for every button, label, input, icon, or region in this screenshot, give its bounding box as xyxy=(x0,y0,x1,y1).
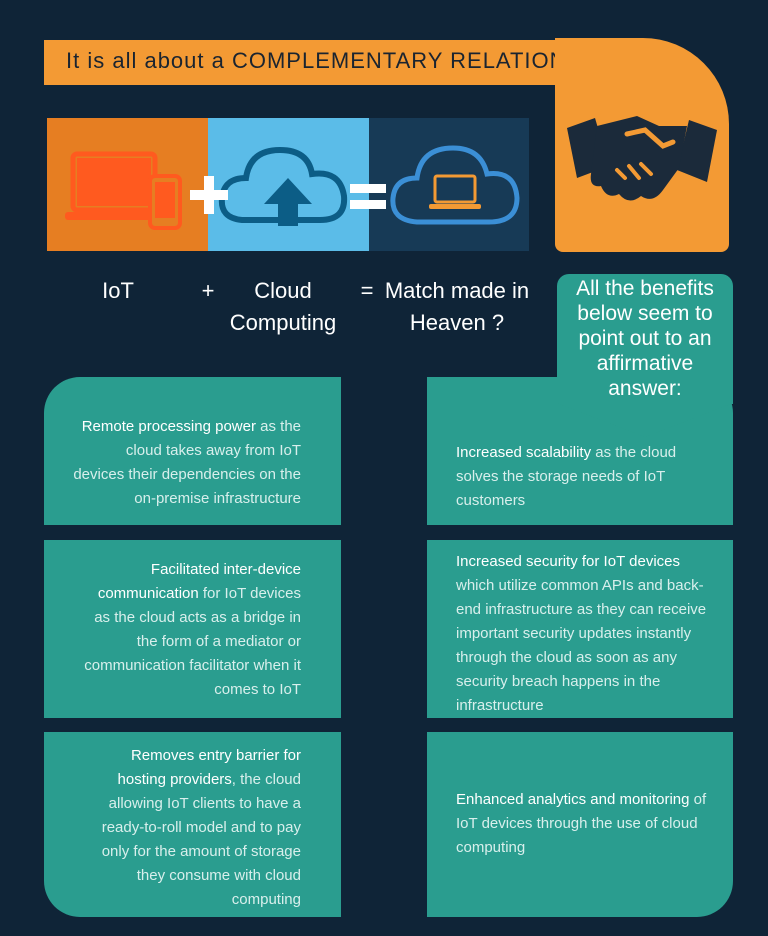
cloud-panel xyxy=(208,118,369,251)
iot-label: IoT xyxy=(102,278,134,303)
benefits-callout-arrow xyxy=(557,403,733,437)
laptop-phone-icon xyxy=(65,151,182,230)
benefit-card-remote-processing: Remote processing power as the cloud tak… xyxy=(44,377,341,525)
benefits-callout-text: All the benefits below seem to point out… xyxy=(576,277,714,400)
result-label: Match made in Heaven ? xyxy=(384,278,530,335)
plus-icon xyxy=(190,176,228,214)
iot-devices-panel xyxy=(47,118,208,251)
benefit-card-inter-device: Facilitated inter-device communication f… xyxy=(44,540,341,718)
plus-label: + xyxy=(201,278,215,303)
benefit-card-security: Increased security for IoT devices which… xyxy=(427,540,733,718)
cloud-upload-icon xyxy=(218,146,348,226)
equals-label: = xyxy=(360,278,374,303)
equals-icon xyxy=(350,184,386,209)
benefit-card-entry-barrier: Removes entry barrier for hosting provid… xyxy=(44,732,341,917)
benefits-callout xyxy=(557,274,733,404)
handshake-panel xyxy=(555,38,729,252)
benefit-card-analytics: Enhanced analytics and monitoring of IoT… xyxy=(427,732,733,917)
title-banner xyxy=(44,40,604,85)
page-title: It is all about a COMPLEMENTARY RELATION… xyxy=(66,48,629,73)
handshake-icon xyxy=(567,116,717,201)
cloud-laptop-icon xyxy=(390,145,520,225)
cloud-computing-panel xyxy=(369,118,529,251)
cloud-computing-label: Cloud Computing xyxy=(229,278,337,335)
